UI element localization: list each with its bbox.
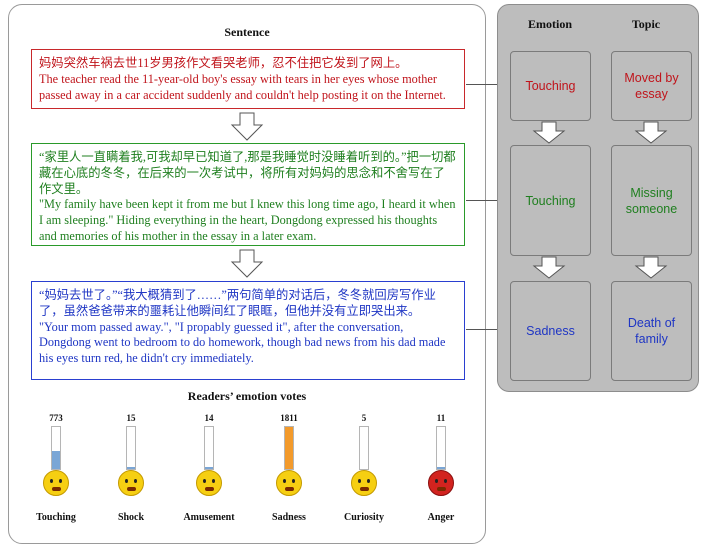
topic-label-1: Moved by essay bbox=[624, 71, 679, 101]
vote-label: Amusement bbox=[183, 512, 235, 523]
vote-meter bbox=[284, 426, 294, 470]
topic-card-1: Moved by essay bbox=[611, 51, 692, 121]
sentence-box-3: “妈妈去世了。”“我大概猜到了……”两句简单的对话后，冬冬就回房写作业了，虽然爸… bbox=[31, 281, 465, 380]
vote-count: 14 bbox=[204, 413, 214, 423]
topic-label-3: Death of family bbox=[627, 316, 676, 346]
emotion-card-3: Sadness bbox=[510, 281, 591, 381]
angry-devil-icon bbox=[428, 470, 454, 496]
topic-label-2: Missing someone bbox=[625, 185, 678, 216]
sentence-1-en: The teacher read the 11-year-old boy's e… bbox=[39, 71, 446, 102]
crying-face-icon bbox=[276, 470, 302, 496]
sentence-panel-title: Sentence bbox=[224, 25, 270, 39]
curious-face-icon bbox=[351, 470, 377, 496]
down-arrow-icon bbox=[532, 121, 566, 144]
vote-meter-fill bbox=[285, 427, 293, 469]
vote-label: Sadness bbox=[272, 512, 306, 523]
vote-meter bbox=[204, 426, 214, 470]
topic-card-2: Missing someone bbox=[611, 145, 692, 256]
sentence-2-en: "My family have been kept it from me but… bbox=[39, 197, 456, 243]
sentence-box-1: 妈妈突然车祸去世11岁男孩作文看哭老师，忍不住把它发到了网上。 The teac… bbox=[31, 49, 465, 109]
sentence-1-zh: 妈妈突然车祸去世11岁男孩作文看哭老师，忍不住把它发到了网上。 bbox=[39, 56, 408, 70]
vote-meter-fill bbox=[437, 467, 445, 469]
vote-meter-fill bbox=[127, 467, 135, 469]
vote-label: Touching bbox=[36, 512, 76, 523]
vote-count: 11 bbox=[436, 413, 446, 423]
vote-meter bbox=[436, 426, 446, 470]
topic-header: Topic bbox=[631, 17, 661, 31]
down-arrow-icon bbox=[634, 256, 668, 279]
down-arrow-icon bbox=[230, 112, 264, 141]
connector-line bbox=[466, 84, 510, 85]
vote-meter bbox=[126, 426, 136, 470]
vote-meter-fill bbox=[52, 450, 60, 469]
vote-label: Curiosity bbox=[344, 512, 384, 523]
down-arrow-icon bbox=[634, 121, 668, 144]
emotion-card-1: Touching bbox=[510, 51, 591, 121]
sentence-box-2: “家里人一直瞒着我,可我却早已知道了,那是我睡觉时没睡着听到的。”把一切都藏在心… bbox=[31, 143, 465, 246]
topic-card-3: Death of family bbox=[611, 281, 692, 381]
sentence-2-zh: “家里人一直瞒着我,可我却早已知道了,那是我睡觉时没睡着听到的。”把一切都藏在心… bbox=[39, 150, 456, 196]
vote-meter-fill bbox=[205, 467, 213, 469]
vote-label: Shock bbox=[117, 512, 145, 523]
emotion-card-2: Touching bbox=[510, 145, 591, 256]
vote-count: 5 bbox=[361, 413, 367, 423]
emotion-label-2: Touching bbox=[525, 193, 576, 208]
connector-line bbox=[466, 329, 510, 330]
vote-label: Anger bbox=[427, 512, 455, 523]
emotion-label-3: Sadness bbox=[526, 324, 575, 338]
sentence-panel bbox=[8, 4, 486, 544]
vote-count: 1811 bbox=[280, 413, 298, 423]
vote-meter bbox=[359, 426, 369, 470]
sentence-3-zh: “妈妈去世了。”“我大概猜到了……”两句简单的对话后，冬冬就回房写作业了，虽然爸… bbox=[39, 288, 436, 318]
sentence-3-en: "Your mom passed away.", "I propably gue… bbox=[39, 319, 446, 366]
emotion-label-1: Touching bbox=[525, 79, 576, 93]
shocked-face-icon bbox=[118, 470, 144, 496]
vote-meter bbox=[51, 426, 61, 470]
grinning-face-icon bbox=[196, 470, 222, 496]
connector-line bbox=[466, 200, 510, 201]
emotion-header: Emotion bbox=[527, 17, 572, 31]
touched-face-icon bbox=[43, 470, 69, 496]
down-arrow-icon bbox=[230, 249, 264, 278]
votes-title: Readers’ emotion votes bbox=[187, 389, 307, 403]
vote-count: 773 bbox=[49, 413, 63, 423]
vote-count: 15 bbox=[126, 413, 136, 423]
down-arrow-icon bbox=[532, 256, 566, 279]
